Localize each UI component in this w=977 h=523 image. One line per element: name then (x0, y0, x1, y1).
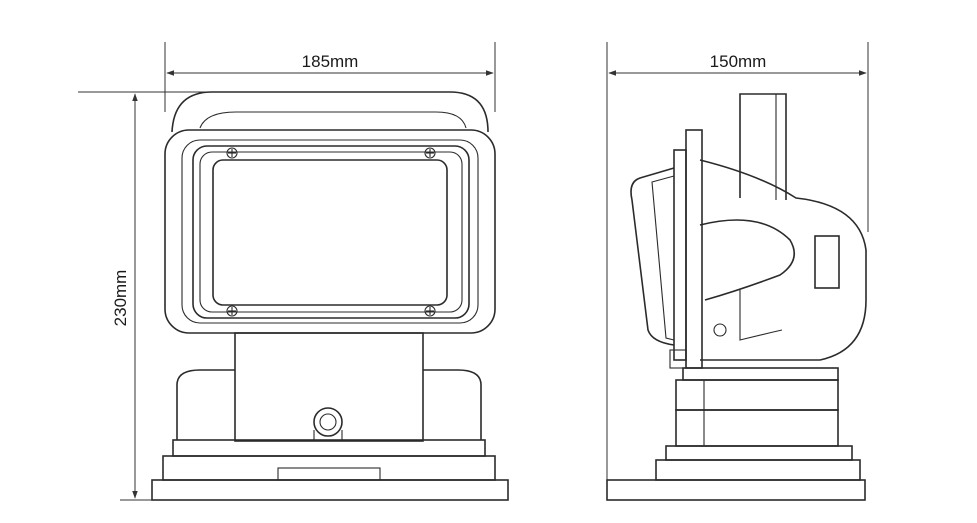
base-plate-bottom (151, 479, 509, 501)
front-view: 185mm 230mm (78, 42, 509, 501)
side-front-plate (685, 129, 703, 369)
dimension-width-front: 185mm (166, 52, 494, 76)
side-view: 150mm (606, 42, 869, 501)
base-plate-upper (172, 439, 486, 457)
dimension-label-side-width: 150mm (710, 52, 767, 71)
side-base-bottom (606, 479, 866, 501)
lamp-base-housing (176, 369, 482, 440)
dimension-label-front-width: 185mm (302, 52, 359, 71)
lamp-lens (212, 159, 448, 306)
side-lens-cap (630, 167, 675, 346)
side-yoke-arm (699, 219, 796, 301)
side-base-middle (655, 459, 861, 481)
side-rear-housing (699, 159, 867, 361)
lamp-neck (234, 332, 424, 442)
cable-connector (313, 407, 343, 441)
side-neck (682, 367, 839, 381)
lamp-bezel (192, 145, 470, 319)
dimension-height: 230mm (111, 93, 138, 499)
lamp-top-handle (171, 91, 489, 133)
dimension-width-side: 150mm (608, 52, 867, 76)
dimension-label-height: 230mm (111, 270, 130, 327)
side-handle (739, 93, 787, 200)
side-base-upper (665, 445, 853, 461)
bezel-screws (226, 147, 436, 317)
